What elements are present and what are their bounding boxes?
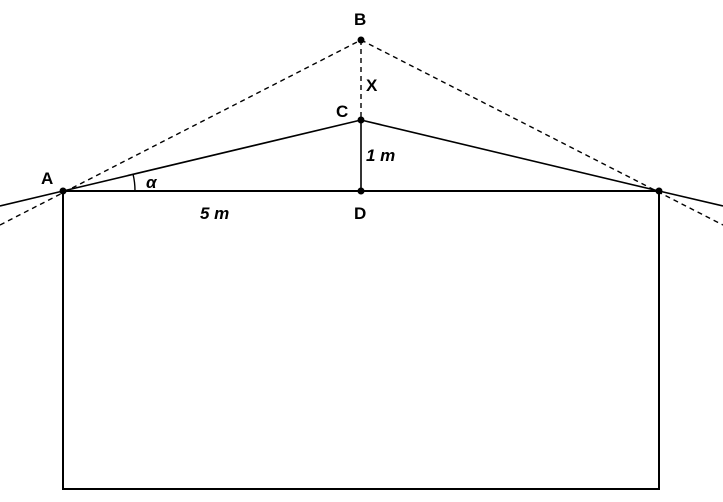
label-point-d: D xyxy=(354,204,366,223)
roof-line-left-extension xyxy=(0,190,64,207)
label-angle-alpha: α xyxy=(146,173,158,192)
point-b-dot xyxy=(357,36,365,44)
label-point-c: C xyxy=(336,102,348,121)
roof-line-right-extension xyxy=(658,190,723,207)
label-ad-length: 5 m xyxy=(200,204,229,223)
label-point-a: A xyxy=(41,169,53,188)
label-x: X xyxy=(366,76,378,95)
point-a-dot xyxy=(59,187,67,195)
point-d-dot xyxy=(357,187,365,195)
roof-line-ac xyxy=(62,119,362,192)
house-wall-rectangle xyxy=(62,190,660,490)
point-right-eave-dot xyxy=(655,187,663,195)
angle-alpha-arc xyxy=(132,173,136,192)
dashed-line-b-to-right xyxy=(360,39,723,226)
point-c-dot xyxy=(357,116,365,124)
roof-line-c-right xyxy=(360,119,660,192)
label-point-b: B xyxy=(354,10,366,29)
dashed-line-left-to-b xyxy=(0,39,362,226)
label-cd-length: 1 m xyxy=(366,146,395,165)
